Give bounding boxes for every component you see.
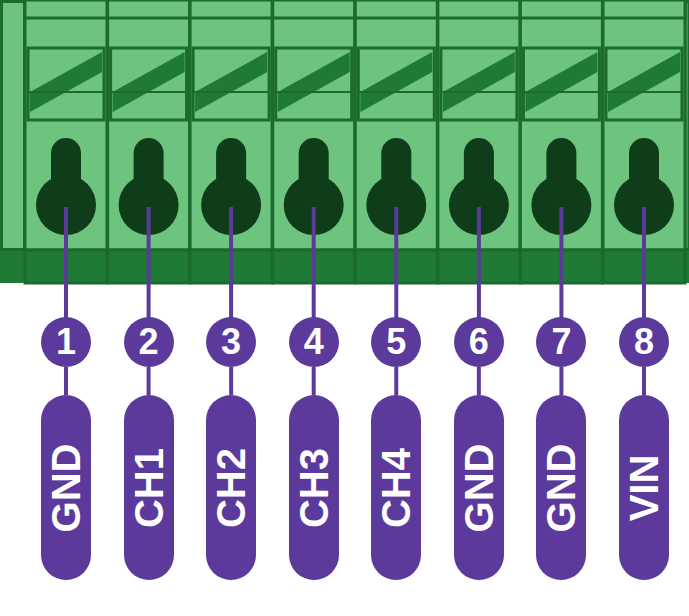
housing-end (2, 2, 25, 250)
signal-name: VIN (624, 454, 664, 521)
pin-label-tag: GND (536, 395, 586, 580)
pin-label-tag: CH2 (206, 395, 256, 580)
terminal-slot (25, 0, 107, 318)
pin-label-tag: VIN (619, 395, 669, 580)
terminal-slot (108, 0, 190, 318)
signal-name: CH1 (129, 447, 169, 527)
pin-number-badge: 8 (619, 317, 669, 367)
terminal-slot (273, 0, 355, 318)
terminal-slot (603, 0, 685, 318)
signal-name: GND (46, 443, 86, 532)
pin-number: 6 (469, 324, 489, 360)
signal-name: CH4 (376, 447, 416, 527)
pin-number-badge: 1 (41, 317, 91, 367)
signal-name: CH3 (294, 447, 334, 527)
pin-lead (229, 367, 233, 395)
pin-lead (477, 367, 481, 395)
pin-number: 7 (551, 324, 571, 360)
pin-number-badge: 4 (289, 317, 339, 367)
pin-label-tag: CH1 (124, 395, 174, 580)
signal-name: GND (541, 443, 581, 532)
pin-number: 8 (634, 324, 654, 360)
pin-number-badge: 3 (206, 317, 256, 367)
pin-number: 3 (221, 324, 241, 360)
pin-lead (64, 367, 68, 395)
pin-label-tag: GND (41, 395, 91, 580)
pin-number: 4 (304, 324, 324, 360)
terminal-slot (190, 0, 272, 318)
pin-number-badge: 2 (124, 317, 174, 367)
pin-number: 5 (386, 324, 406, 360)
pin-number: 1 (56, 324, 76, 360)
pin-lead (312, 367, 316, 395)
pin-lead (559, 367, 563, 395)
terminal-slot (438, 0, 520, 318)
pin-lead (642, 367, 646, 395)
pin-lead (147, 367, 151, 395)
pin-label-tag: CH4 (371, 395, 421, 580)
pin-number-badge: 5 (371, 317, 421, 367)
pin-lead (394, 367, 398, 395)
signal-name: CH2 (211, 447, 251, 527)
pin-number-badge: 7 (536, 317, 586, 367)
pin-number-badge: 6 (454, 317, 504, 367)
terminal-slot (520, 0, 602, 318)
signal-name: GND (459, 443, 499, 532)
pin-label-tag: GND (454, 395, 504, 580)
pin-label-tag: CH3 (289, 395, 339, 580)
pin-number: 2 (139, 324, 159, 360)
terminal-slot (355, 0, 437, 318)
